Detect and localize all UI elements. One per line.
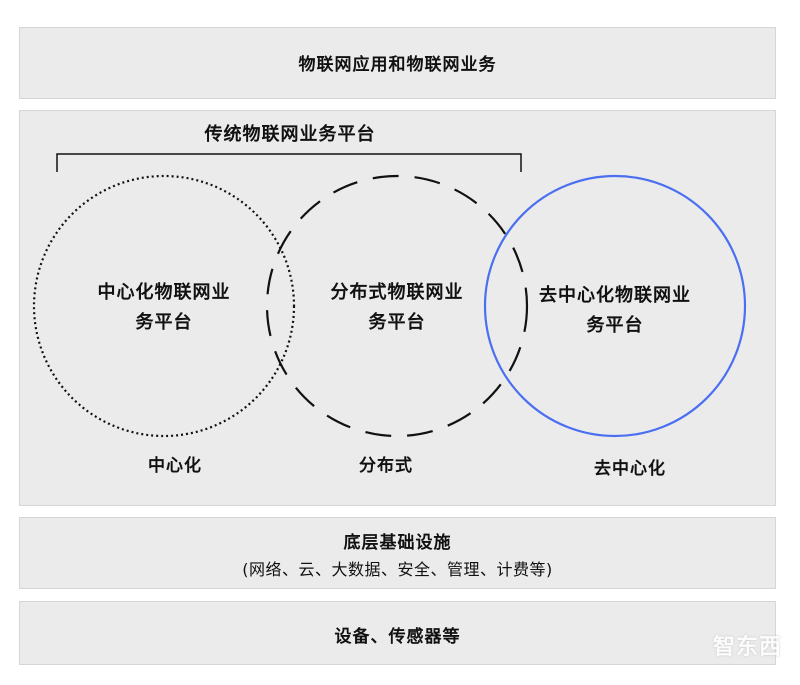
centralized-circle [32, 174, 296, 438]
decentralized-circle [483, 174, 747, 438]
distributed-caption: 分布式 [359, 456, 413, 476]
infrastructure-title: 底层基础设施 [343, 533, 452, 553]
decentralized-caption: 去中心化 [594, 459, 666, 479]
distributed-label-line2: 务平台 [368, 312, 426, 333]
infrastructure-layer-band: 底层基础设施 (网络、云、大数据、安全、管理、计费等) [19, 517, 776, 589]
device-layer-band: 设备、传感器等 [19, 601, 776, 665]
traditional-platform-bracket [56, 153, 522, 172]
application-layer-band: 物联网应用和物联网业务 [19, 27, 776, 99]
device-layer-title: 设备、传感器等 [334, 627, 461, 647]
decentralized-label-line1: 去中心化物联网业 [539, 285, 691, 306]
centralized-caption: 中心化 [148, 456, 202, 476]
bracket-label: 传统物联网业务平台 [204, 124, 376, 145]
centralized-label-line1: 中心化物联网业 [97, 282, 231, 303]
distributed-circle [265, 174, 529, 438]
decentralized-circle-label: 去中心化物联网业 务平台 [505, 281, 725, 341]
distributed-label-line1: 分布式物联网业 [330, 282, 464, 303]
watermark-logo: 智东西 [712, 635, 782, 660]
centralized-label-line2: 务平台 [135, 312, 193, 333]
decentralized-label-line2: 务平台 [586, 315, 644, 336]
infrastructure-subtitle: (网络、云、大数据、安全、管理、计费等) [242, 560, 553, 579]
application-layer-title: 物联网应用和物联网业务 [298, 55, 497, 75]
centralized-circle-label: 中心化物联网业 务平台 [64, 278, 264, 338]
distributed-circle-label: 分布式物联网业 务平台 [297, 278, 497, 338]
